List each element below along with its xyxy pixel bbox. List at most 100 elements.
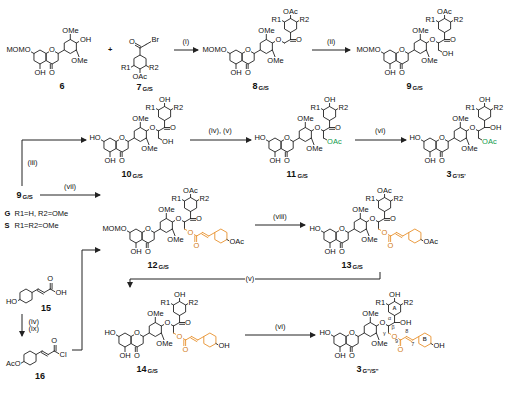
atom-label: OMe [352,206,369,214]
atom-label: MOMO [202,46,227,54]
compound-subscript: G'/S' [452,173,466,179]
atom-label: OAc [283,8,299,16]
bond [254,50,260,54]
reaction-arrow [174,50,198,51]
compound: HOOOHOOMeOMeOOR1R2OHOH10G/S [86,94,190,180]
atom-label: OH [79,36,91,44]
bond [52,282,53,289]
atom-label: O [185,319,192,327]
atom-label: OMe [167,236,184,244]
atom-label: O [390,215,397,223]
atom-label: R1 [425,16,436,24]
legend-text: R1=H, R2=OMe [14,210,69,218]
atom-label: OH [324,96,336,104]
reaction-arrow [40,195,100,196]
bond [378,219,384,223]
bond [396,234,402,238]
ring [285,19,297,33]
bond [323,128,329,132]
atom-label: O [49,46,56,54]
atom-label: OH [400,319,412,327]
ring [439,19,451,33]
compound-subscript: G/S [158,264,169,270]
atom-label: R2 [188,299,199,307]
atom-label: O [399,69,406,77]
bond [384,212,385,219]
compound: HOOOHOOMeOMeOOR1R2OHOAc11G/S [251,94,355,180]
ring [130,229,142,243]
compound-subscript: G/S [258,85,269,91]
bond [184,222,185,229]
position-number: 7 [411,342,415,348]
ring [479,107,491,121]
atom-label: OMe [371,340,388,348]
atom-label: O [387,242,394,250]
compound-subscript: G/S [132,173,143,179]
atom-label: MOMO [6,46,31,54]
atom-label: R1 [310,104,321,112]
atom-label: R2 [338,104,349,112]
ring [160,219,172,233]
bond [394,316,395,323]
bond [191,338,197,342]
compound: 9G/S [4,186,40,204]
atom-label: O [339,248,346,256]
bond [478,128,484,132]
atom-label: O [284,157,291,165]
ring [299,128,311,142]
atom-label: OMe [412,27,429,35]
atom-label: R1 [160,299,171,307]
atom-label: O [284,134,291,142]
atom-label: OAc [327,138,343,146]
atom-label: R1 [171,195,182,203]
atom-label: R2 [299,16,310,24]
atom-label: Br [151,36,160,44]
atom-label: O [296,36,303,44]
atom-label: O [275,36,282,44]
atom-label: Cl [59,351,67,359]
ring [104,138,116,152]
compound: HOOOHOOMeOMeOOHR1R2OHOOOHαβγ987AB3G''/S'… [315,287,465,397]
bond [348,229,354,233]
atom-label: OH [479,96,491,104]
bond [202,234,208,238]
atom-label: O [134,352,141,360]
bond [140,45,146,49]
atom-label: O [176,333,183,341]
atom-label: O [314,124,321,132]
ring [215,229,227,243]
atom-label: OH [104,157,116,165]
compound: HOOOHOOMeOMeOOHR1R2OHOAc3G'/S' [406,94,510,180]
ring [269,138,281,152]
position-number: 9 [395,339,399,345]
atom-label: O [245,46,252,54]
atom-label: OH [324,248,336,256]
compound: HOOOHOOMeOMeOOR1R2OHOOOH14G/S [100,287,245,397]
atom-label: OH [230,69,242,77]
atom-label: OH [162,138,174,146]
atom-label: OH [334,352,346,360]
atom-label: O [399,46,406,54]
atom-label: O [196,215,203,223]
compound: HOOOH15 [0,272,70,314]
atom-label: OH [442,50,454,58]
atom-label: O [47,275,54,283]
bond [54,344,55,351]
atom-label: HO [254,134,266,142]
atom-label: O [439,134,446,142]
compound: MOMOOOHOOMeOMeOOR1R2OAcOOOAc12G/S [100,182,255,272]
atom-label: OAc [437,8,453,16]
reagent-label: (vi) [375,127,386,135]
atom-label: OH [490,124,502,132]
bond [384,194,385,198]
bond [394,298,395,302]
reaction-arrow [130,272,380,287]
atom-label: O [145,248,152,256]
bond [154,229,160,233]
atom-label: OMe [297,115,314,123]
bond [56,344,57,351]
atom-label: R2 [453,16,464,24]
atom-label: OMe [461,145,478,153]
ring [20,289,32,303]
atom-label: R1 [145,104,156,112]
